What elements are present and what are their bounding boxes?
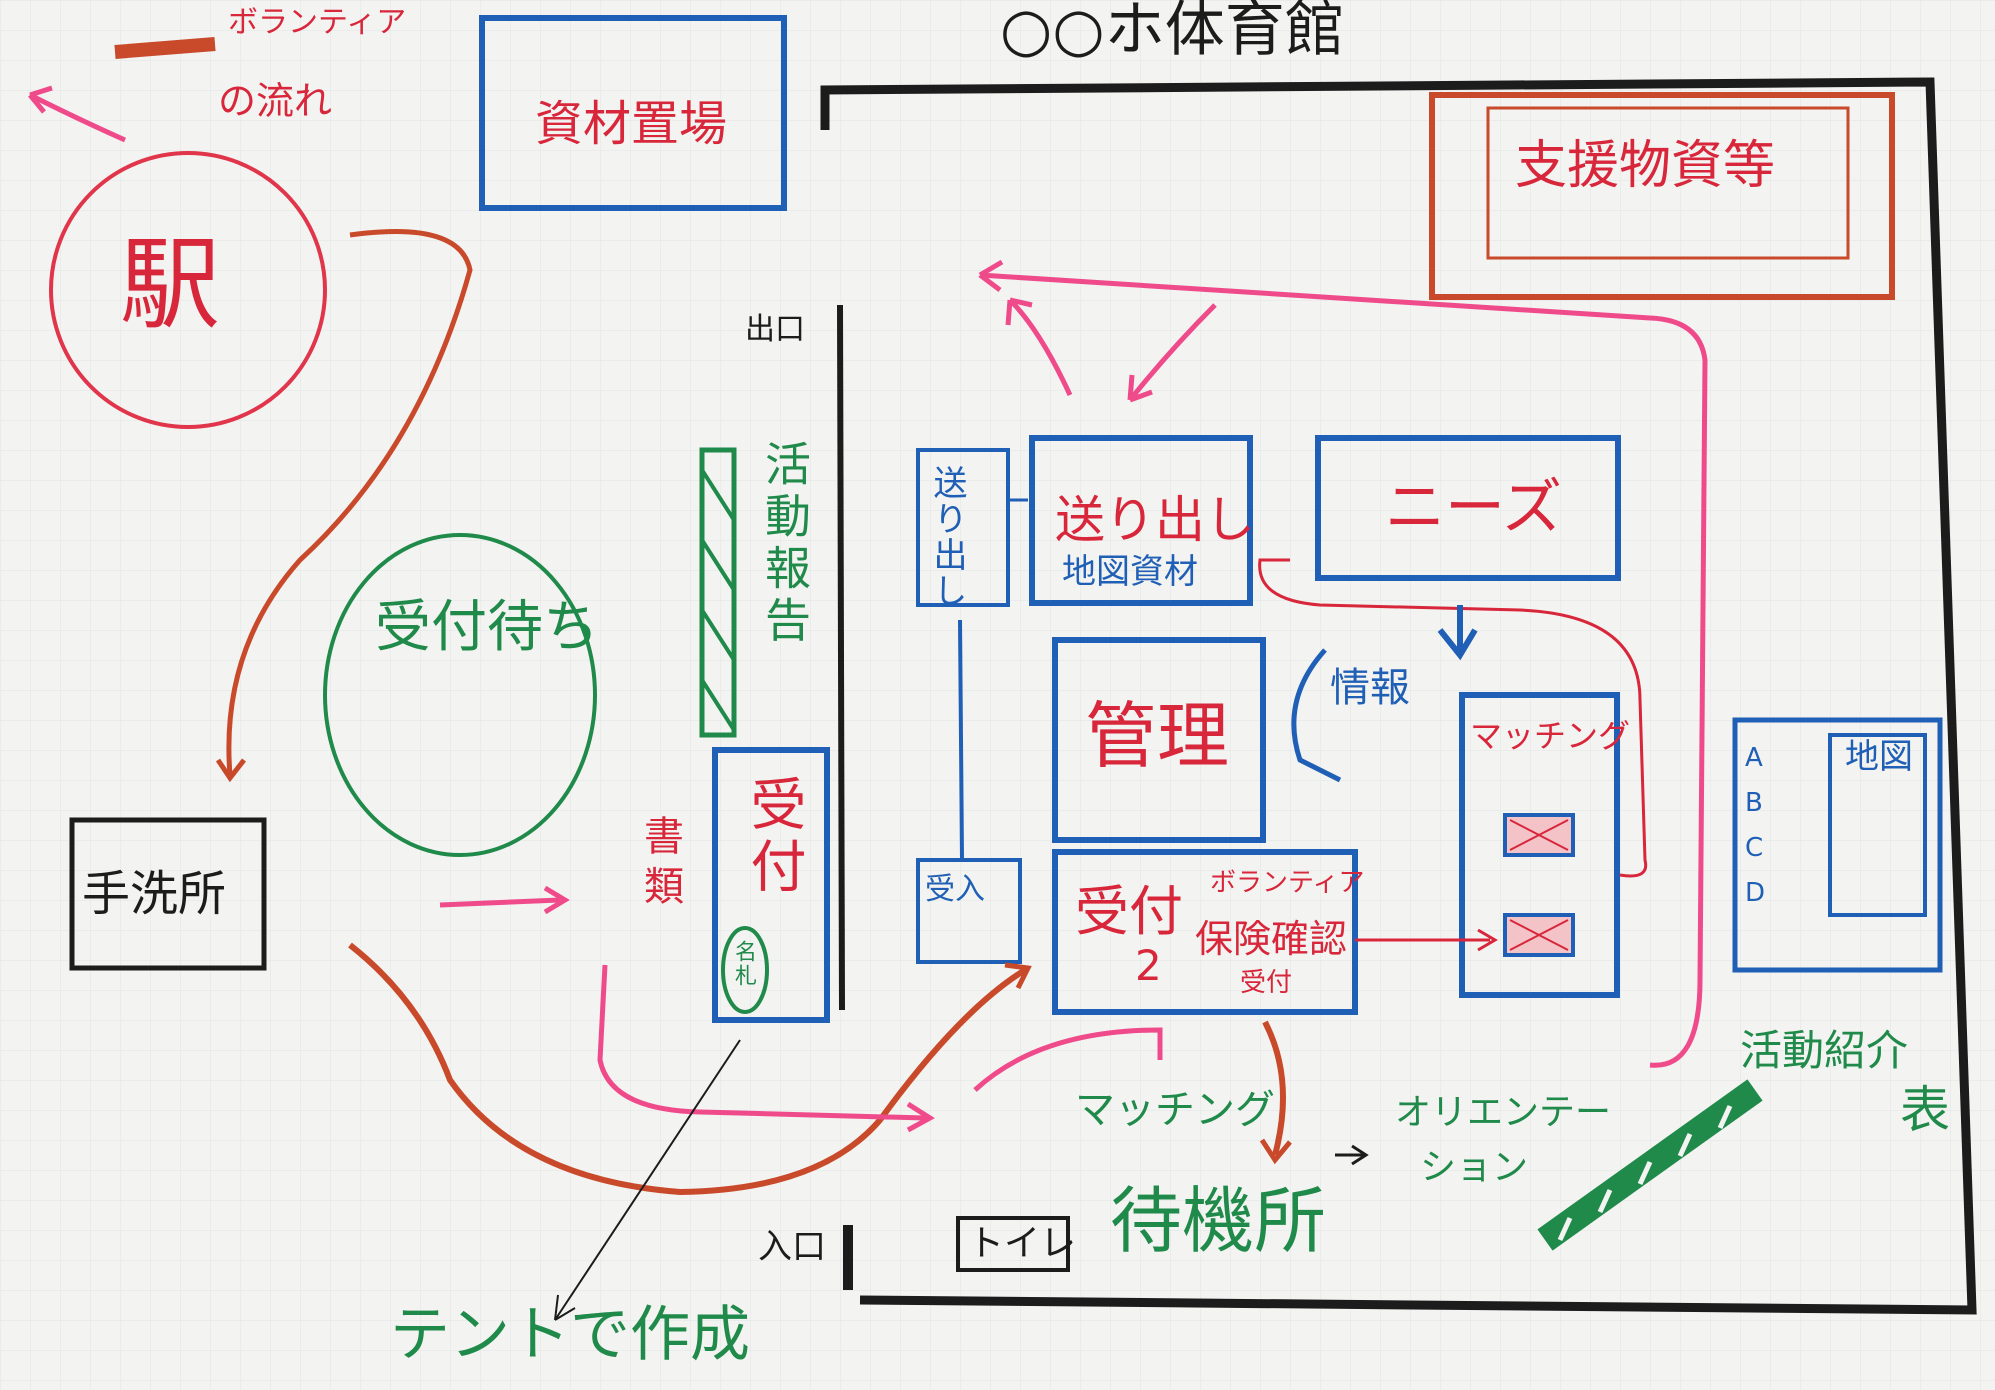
reception-box bbox=[712, 747, 830, 1023]
flow-arrowhead-5 bbox=[543, 885, 570, 915]
reception-waiting-circle bbox=[323, 533, 597, 857]
matching-below-label: マッチング bbox=[1075, 1087, 1275, 1133]
sendoff-small-label: 送り出し bbox=[927, 465, 967, 609]
reception2-number: 2 bbox=[1135, 941, 1162, 990]
handwash-label: 手洗所 bbox=[82, 866, 227, 922]
info-label: 情報 bbox=[1330, 665, 1410, 711]
supplies-box-outer bbox=[1429, 92, 1895, 300]
gym-outline bbox=[820, 77, 1977, 1315]
intake-box bbox=[916, 858, 1022, 964]
activity-intro-table-label: 表 bbox=[1900, 1081, 1950, 1139]
sendoff-label: 送り出し bbox=[1055, 491, 1255, 549]
exit-label: 出口 bbox=[745, 312, 805, 347]
info-arrow bbox=[1291, 648, 1342, 783]
legend-label-flow: の流れ bbox=[218, 79, 333, 123]
area-a-label: A bbox=[1745, 743, 1763, 773]
flow-handwash-to-reception2 bbox=[348, 942, 1027, 1196]
map-area-box bbox=[1732, 717, 1943, 973]
needs-box bbox=[1315, 435, 1621, 581]
entrance-label: 入口 bbox=[758, 1227, 826, 1267]
toilet-label: トイレ bbox=[968, 1223, 1077, 1264]
matching-label: マッチング bbox=[1470, 717, 1631, 755]
orientation-label-2: ション bbox=[1420, 1147, 1529, 1188]
station-circle bbox=[49, 151, 327, 429]
flow-station-to-handwash bbox=[226, 229, 473, 776]
management-box bbox=[1052, 637, 1266, 843]
flow-into-sendoff bbox=[1127, 303, 1217, 403]
matching-desk-hatch bbox=[1509, 819, 1569, 951]
orientation-arrow bbox=[1335, 1144, 1369, 1166]
nametag-label: 名札 bbox=[731, 940, 756, 988]
legend-arrow bbox=[28, 85, 127, 143]
flow-arrowhead-2 bbox=[1004, 962, 1032, 990]
reception2-label: 受付 bbox=[1075, 880, 1183, 943]
map-board-box bbox=[1828, 733, 1927, 917]
sendoff-small-box bbox=[916, 448, 1010, 607]
waiting-area-label: 待機所 bbox=[1110, 1179, 1327, 1263]
gym-wall-left bbox=[837, 304, 845, 1011]
nametag-circle bbox=[721, 926, 769, 1014]
flow-arrowhead-3 bbox=[1259, 1138, 1292, 1165]
flow-return-loop bbox=[978, 259, 1708, 1068]
volunteer-sub-label: ボランティア bbox=[1210, 868, 1365, 898]
area-d-label: D bbox=[1745, 878, 1766, 908]
management-label: 管理 bbox=[1085, 694, 1230, 778]
reception-waiting-label-1: 受付待ち bbox=[375, 595, 599, 660]
flow-arrowhead-1 bbox=[215, 758, 246, 783]
documents-label: 書類 bbox=[637, 815, 683, 915]
activity-report-hatch bbox=[700, 468, 736, 732]
station-label: 駅 bbox=[120, 226, 220, 343]
flow-waiting-to-reception bbox=[439, 897, 561, 908]
tent-pointer bbox=[554, 1039, 741, 1321]
area-b-label: B bbox=[1745, 788, 1763, 818]
needs-label: ニーズ bbox=[1385, 473, 1562, 543]
sendoff-vertical-line bbox=[958, 619, 964, 861]
supplies-box-inner bbox=[1486, 106, 1850, 260]
activity-intro-hatch bbox=[1557, 1104, 1733, 1242]
handwash-box bbox=[69, 817, 267, 971]
flow-arrowhead-4 bbox=[1477, 928, 1498, 952]
intake-label: 受入 bbox=[925, 872, 985, 907]
map-materials-label: 地図資材 bbox=[1062, 552, 1198, 592]
tent-label: テントで作成 bbox=[390, 1300, 750, 1370]
flow-reception-to-matching bbox=[597, 964, 926, 1121]
flow-sendoff-out bbox=[1005, 297, 1073, 397]
orientation-label-1: オリエンテー bbox=[1395, 1092, 1612, 1133]
activity-intro-label: 活動紹介 bbox=[1740, 1026, 1909, 1075]
legend-swatch bbox=[114, 37, 216, 59]
sendoff-box bbox=[1029, 435, 1253, 606]
supplies-label: 支援物資等 bbox=[1515, 136, 1776, 196]
flow-needs-to-matching bbox=[1258, 558, 1648, 878]
reception2-box bbox=[1052, 849, 1358, 1015]
flow-reception2-to-waiting bbox=[1262, 1020, 1286, 1156]
volunteer-reception-label: 受付 bbox=[1240, 968, 1293, 998]
map-label: 地図 bbox=[1845, 737, 1913, 777]
flow-to-matching-below bbox=[973, 1027, 1163, 1092]
area-c-label: C bbox=[1745, 833, 1764, 863]
legend-label: ボランティア bbox=[228, 5, 407, 40]
insurance-check-label: 保険確認 bbox=[1195, 917, 1348, 961]
page-title: ○○ホ体育館 bbox=[1000, 0, 1345, 65]
flow-arrowhead-6 bbox=[906, 1101, 935, 1133]
toilet-box bbox=[956, 1216, 1070, 1272]
matching-box bbox=[1459, 692, 1620, 998]
info-arrowhead bbox=[1437, 628, 1478, 661]
material-storage-box bbox=[479, 15, 787, 211]
activity-report-board bbox=[699, 447, 737, 738]
activity-report-label: 活動報告 bbox=[758, 440, 812, 648]
material-storage-label: 資材置場 bbox=[535, 96, 728, 152]
reception-label: 受付 bbox=[741, 775, 806, 899]
